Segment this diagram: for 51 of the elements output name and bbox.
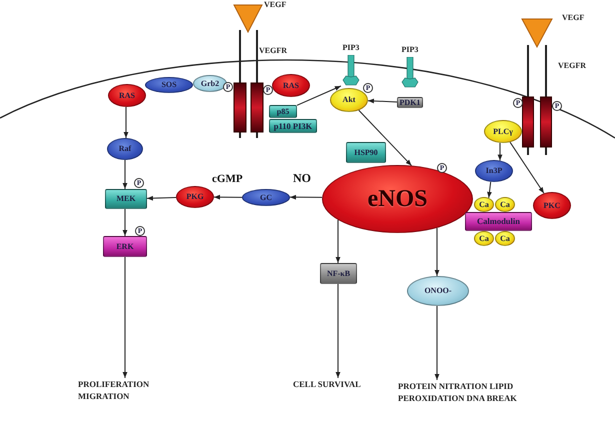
protein-ellipse: GC xyxy=(242,189,290,206)
protein-box: HSP90 xyxy=(346,142,386,163)
protein-ellipse: ONOO- xyxy=(407,276,469,306)
outcome-text: PROLIFERATION MIGRATION xyxy=(78,378,173,406)
arrow xyxy=(358,110,412,166)
arrow xyxy=(434,227,440,276)
protein-ellipse: PKG xyxy=(176,186,214,208)
arrow xyxy=(498,142,502,162)
protein-ellipse: Ca xyxy=(474,231,494,246)
protein-box: NF-κB xyxy=(320,263,357,284)
arrow xyxy=(367,98,398,104)
arrow xyxy=(122,256,128,378)
arrow xyxy=(434,306,440,380)
arrow xyxy=(146,196,177,201)
protein-ellipse: Grb2 xyxy=(193,75,227,92)
receptor-label: VEGF xyxy=(562,14,584,22)
outcome-text: PROTEIN NITRATION LIPID PEROXIDATION DNA BREAK xyxy=(398,380,523,420)
protein-ellipse: Ca xyxy=(495,197,515,212)
arrow xyxy=(336,219,340,264)
protein-ellipse: PLCγ xyxy=(484,120,522,143)
arrow xyxy=(122,208,128,236)
anchor-label: PIP3 xyxy=(342,44,360,52)
arrow xyxy=(487,181,492,198)
receptor-label: VEGFR xyxy=(558,62,586,70)
protein-box: p85 xyxy=(269,105,297,118)
anchor-label: PIP3 xyxy=(400,46,420,54)
outcome-text: CELL SURVIVAL xyxy=(293,378,387,394)
receptor-label: VEGFR xyxy=(259,47,287,55)
protein-box: p110 PI3K xyxy=(269,119,317,133)
arrow xyxy=(122,160,128,190)
edge-label: cGMP xyxy=(212,174,243,185)
protein-box: ERK xyxy=(103,236,147,257)
arrow xyxy=(296,86,342,106)
arrow xyxy=(214,194,242,200)
protein-ellipse: Ca xyxy=(474,197,494,212)
protein-ellipse: RAS xyxy=(108,84,146,107)
protein-box: Calmodulin xyxy=(465,212,532,231)
protein-ellipse: SOS xyxy=(145,77,193,93)
arrow xyxy=(124,106,128,139)
arrow xyxy=(289,194,323,200)
protein-ellipse: Raf xyxy=(107,138,143,160)
protein-box: MEK xyxy=(105,189,147,209)
arrow xyxy=(510,142,544,194)
protein-ellipse: Ca xyxy=(495,231,515,246)
protein-box: PDK1 xyxy=(397,97,423,108)
protein-ellipse: In3P xyxy=(475,160,513,182)
edge-label: NO xyxy=(293,172,311,184)
protein-ellipse: PKC xyxy=(533,192,571,219)
receptor-label: VEGF xyxy=(264,1,286,9)
protein-ellipse: RAS xyxy=(272,74,310,97)
arrow xyxy=(336,284,340,378)
